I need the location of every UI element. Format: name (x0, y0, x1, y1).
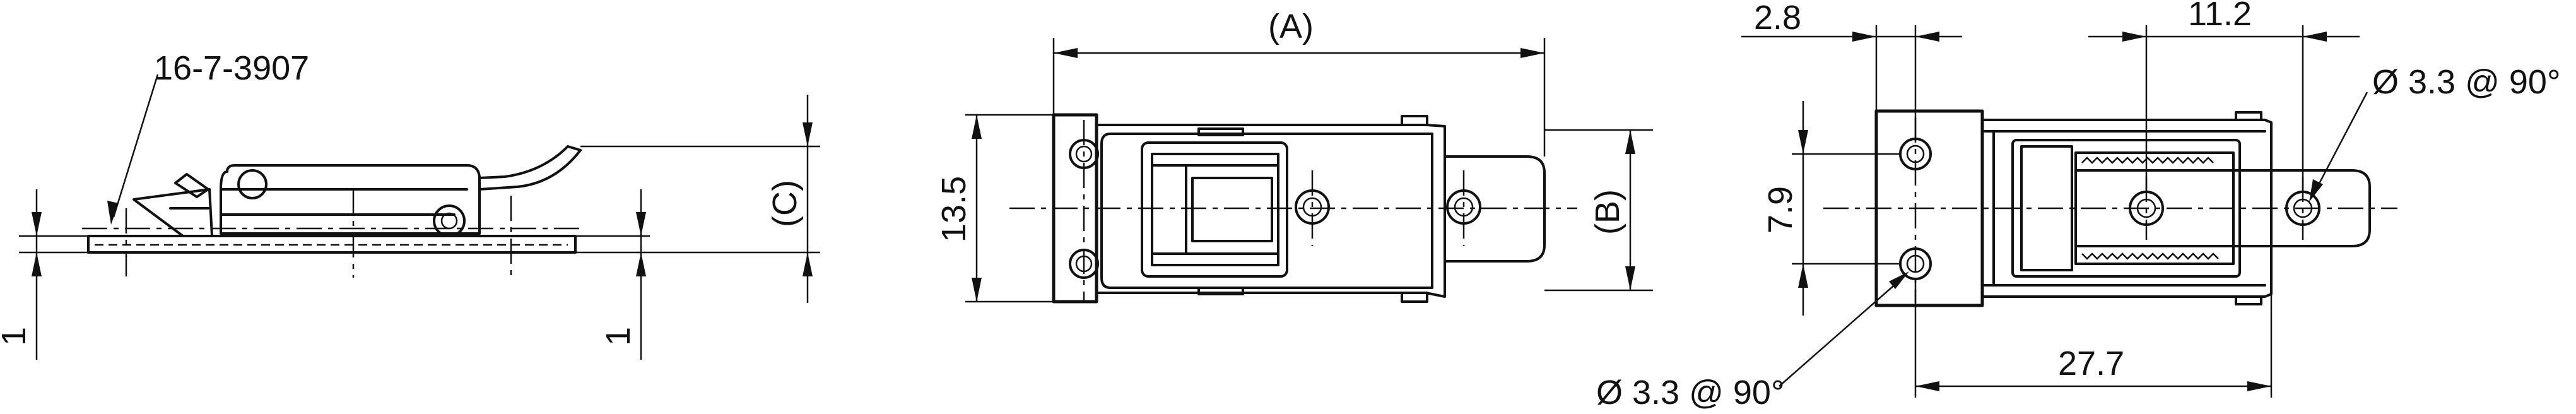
dim-c-label: (C) (766, 180, 804, 227)
pivot-circle-right (433, 204, 466, 237)
dim-a-label: (A) (1268, 8, 1314, 45)
latch-body (220, 164, 481, 235)
side-view (19, 74, 820, 360)
part-number-label: 16-7-3907 (154, 49, 309, 87)
bottom-view (1741, 25, 2397, 398)
top-view (965, 38, 1653, 304)
base-plate (87, 235, 577, 254)
dim-b-label: (B) (1589, 189, 1626, 235)
dim-13-5-label: 13.5 (935, 176, 973, 242)
dim-7-9-label: 7.9 (1761, 186, 1799, 234)
dim-1-right-label: 1 (599, 327, 637, 346)
lever-arm (478, 149, 582, 191)
hole-callout-top: Ø 3.3 @ 90° (2372, 63, 2561, 101)
hole-callout-bottom: Ø 3.3 @ 90° (1596, 374, 1785, 411)
dim-11-2-label: 11.2 (2188, 0, 2252, 33)
pivot-circle-top (237, 169, 268, 199)
dim-27-7-label: 27.7 (2058, 345, 2124, 382)
dim-1-left-label: 1 (0, 327, 33, 346)
catch-wedge (132, 188, 213, 237)
dim-2-8-label: 2.8 (1754, 0, 1801, 37)
